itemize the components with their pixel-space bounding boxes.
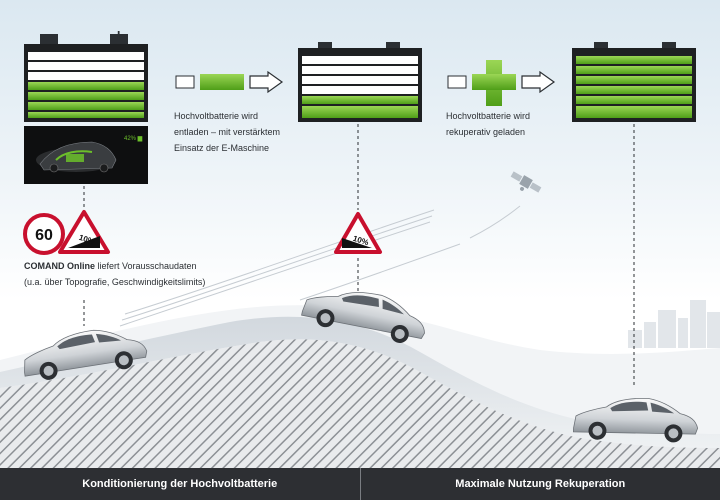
car-screen-inset xyxy=(24,126,148,184)
arrow-right-icon xyxy=(249,70,284,94)
battery-icon xyxy=(298,42,422,122)
footer-right-label: Maximale Nutzung Rekuperation xyxy=(359,468,720,500)
footer-bar: Konditionierung der Hochvoltbatterie Max… xyxy=(0,468,720,500)
discharge-indicator xyxy=(175,74,244,90)
battery-icon xyxy=(24,34,148,122)
discharge-caption: Hochvoltbatterie wird entladen – mit ver… xyxy=(174,108,280,156)
dashed-connectors xyxy=(83,124,635,388)
discharge-caption-line: Hochvoltbatterie wird xyxy=(174,111,259,121)
screen-readout: 42% ▆ xyxy=(124,136,143,142)
city-skyline-icon xyxy=(628,300,720,348)
battery-plus-symbol: + xyxy=(114,27,123,44)
comand-online-label: COMAND Online xyxy=(24,261,95,271)
speed-limit-sign-icon xyxy=(23,213,65,255)
recharge-caption: Hochvoltbatterie wird rekuperativ gelade… xyxy=(446,108,530,140)
comand-caption-rest: liefert Vorausschaudaten xyxy=(95,261,197,271)
signal-waves xyxy=(119,205,521,327)
arrow-right-icon xyxy=(521,70,556,94)
plus-icon xyxy=(447,60,516,106)
discharge-caption-line: entladen – mit verstärktem xyxy=(174,127,281,137)
satellite-icon xyxy=(510,171,542,193)
road-surface xyxy=(0,316,720,448)
car-icon xyxy=(301,292,425,343)
car-icon xyxy=(24,329,148,380)
footer-left-label: Konditionierung der Hochvoltbatterie xyxy=(82,478,278,490)
comand-caption-line: COMAND Online liefert Vorausschaudaten xyxy=(24,258,205,274)
car-icon xyxy=(572,397,699,443)
recharge-caption-line: rekuperativ geladen xyxy=(446,127,526,137)
gradient-warning-sign-icon xyxy=(58,210,110,254)
battery-minus-symbol: – xyxy=(44,27,53,44)
discharge-caption-line: Einsatz der E-Maschine xyxy=(174,143,270,153)
speed-limit-value: 60 xyxy=(35,227,53,244)
comand-caption-line: (u.a. über Topografie, Geschwindigkeitsl… xyxy=(24,277,206,287)
recharge-caption-line: Hochvoltbatterie wird xyxy=(446,111,531,121)
comand-caption: COMAND Online liefert Vorausschaudaten (… xyxy=(24,258,205,290)
gradient-warning-sign-icon xyxy=(334,212,382,254)
hatched-ground xyxy=(0,339,720,468)
battery-icon xyxy=(572,42,696,122)
